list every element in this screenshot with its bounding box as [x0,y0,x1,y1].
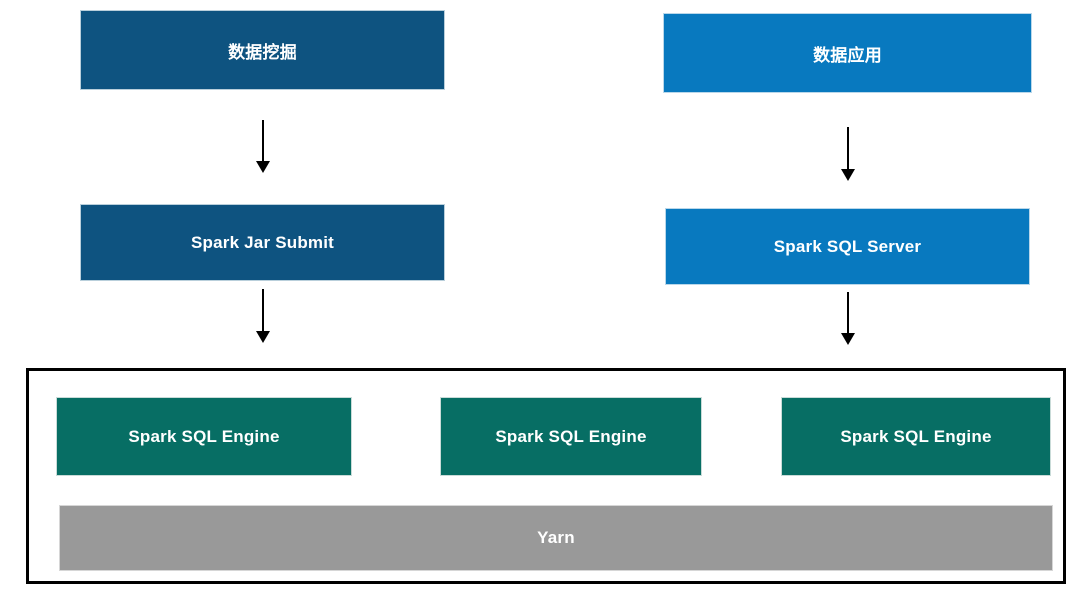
node-data-application: 数据应用 [663,13,1032,93]
node-spark-sql-server-label: Spark SQL Server [773,236,922,256]
down-arrow-icon [256,289,270,343]
node-spark-sql-engine-label: Spark SQL Engine [840,426,992,446]
node-yarn-label: Yarn [537,528,575,547]
node-spark-jar-submit-label: Spark Jar Submit [190,232,335,252]
node-spark-jar-submit: Spark Jar Submit [80,204,445,281]
down-arrow-icon [256,120,270,173]
node-spark-sql-engine: Spark SQL Engine [56,397,352,476]
down-arrow-icon [841,292,855,345]
node-spark-sql-engine: Spark SQL Engine [781,397,1051,476]
node-spark-sql-engine-label: Spark SQL Engine [495,426,647,446]
spark-cluster-container: Spark SQL Engine Spark SQL Engine Spark … [26,368,1066,584]
node-yarn: Yarn [59,505,1053,571]
node-data-mining-label: 数据挖掘 [228,42,297,62]
node-data-application-label: 数据应用 [813,45,882,65]
down-arrow-icon [841,127,855,181]
node-spark-sql-engine: Spark SQL Engine [440,397,702,476]
node-data-mining: 数据挖掘 [80,10,445,90]
node-spark-sql-server: Spark SQL Server [665,208,1030,285]
node-spark-sql-engine-label: Spark SQL Engine [128,426,280,446]
